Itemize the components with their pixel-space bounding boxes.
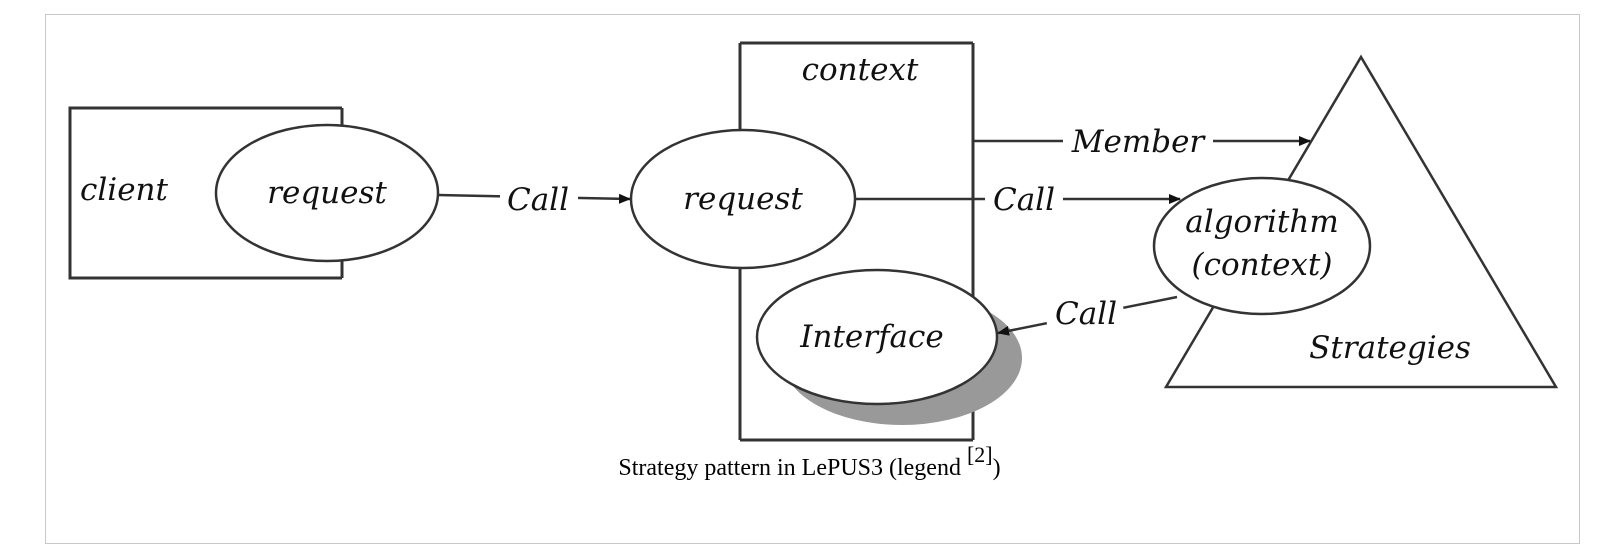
member-edge-label: Member — [1071, 124, 1207, 160]
caption-close: ) — [992, 455, 1001, 481]
client-request-ellipse — [214, 123, 440, 263]
client-label: client — [80, 172, 169, 208]
algorithm-label-line1: algorithm — [1185, 204, 1338, 240]
client-request-label: request — [267, 175, 387, 211]
interface-ellipse — [755, 268, 999, 406]
algorithm-ellipse — [1152, 176, 1372, 316]
context-label: context — [802, 52, 919, 88]
edge-label-bg — [985, 176, 1063, 212]
call-edge-label-1: Call — [507, 182, 569, 218]
algorithm-label-line2: (context) — [1192, 247, 1333, 283]
strategy-diagram: client request context Call request Stra… — [68, 41, 1559, 442]
edge-label-bg — [1042, 284, 1126, 336]
interface-label: Interface — [799, 319, 944, 355]
figure-caption: Strategy pattern in LePUS3 (legend [2]) — [0, 442, 1619, 482]
context-request-label: request — [683, 181, 803, 217]
call-edge-label-3: Call — [1055, 296, 1117, 332]
context-class-box — [738, 41, 975, 442]
call-edge-label-2: Call — [993, 182, 1055, 218]
edge-label-bg — [500, 175, 578, 211]
citation-link[interactable]: [2] — [966, 442, 993, 467]
edge-label-bg — [1063, 118, 1213, 156]
caption-text: Strategy pattern in LePUS3 (legend — [618, 455, 967, 481]
strategies-label: Strategies — [1309, 330, 1471, 366]
